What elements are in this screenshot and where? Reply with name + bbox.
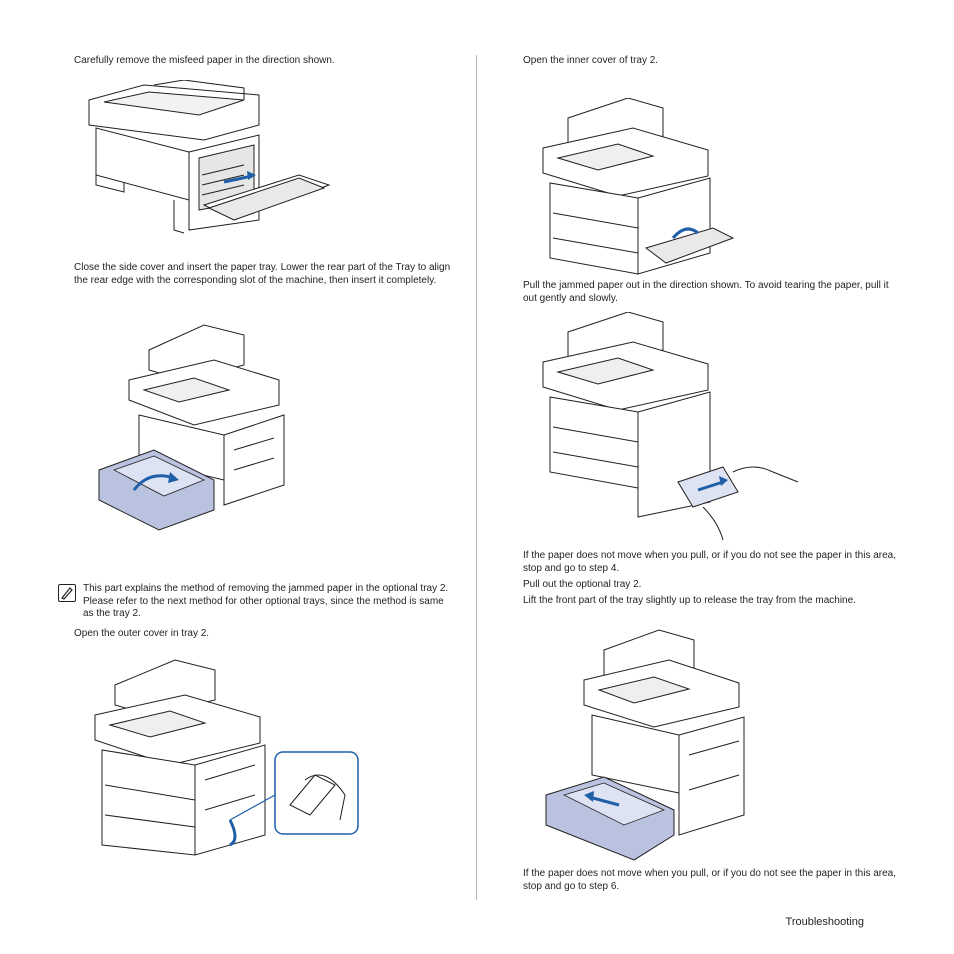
instruction-pull-out-tray: Pull out the optional tray 2. (523, 579, 642, 590)
illustration-side-cover-open (88, 80, 331, 234)
note-text: This part explains the method of removin… (83, 583, 449, 620)
instruction-lift-tray: Lift the front part of the tray slightly… (523, 595, 856, 606)
illustration-open-inner-cover (542, 98, 735, 275)
illustration-open-outer-cover (94, 659, 359, 856)
instruction-open-inner-cover: Open the inner cover of tray 2. (523, 55, 659, 66)
note-icon (58, 584, 76, 602)
zoom-inset (274, 751, 359, 835)
pull-direction-arrow (223, 174, 253, 184)
instruction-go-to-step-6: If the paper does not move when you pull… (523, 868, 897, 892)
instruction-remove-misfeed: Carefully remove the misfeed paper in th… (74, 55, 335, 66)
instruction-pull-jammed-paper: Pull the jammed paper out in the directi… (523, 280, 889, 304)
pull-out-direction-arrow (588, 795, 620, 807)
pull-direction-arrow (697, 480, 724, 492)
illustration-insert-tray (98, 324, 285, 531)
column-divider (476, 55, 477, 900)
open-direction-arrow (671, 227, 699, 240)
instruction-open-outer-cover: Open the outer cover in tray 2. (74, 628, 210, 639)
illustration-pull-out-tray (545, 629, 745, 861)
illustration-pull-jammed-paper (542, 312, 799, 541)
instruction-close-side-cover: Close the side cover and insert the pape… (74, 262, 451, 286)
footer-section-title: Troubleshooting (785, 916, 864, 928)
instruction-go-to-step-4: If the paper does not move when you pull… (523, 550, 897, 574)
open-direction-arrow (228, 819, 237, 847)
